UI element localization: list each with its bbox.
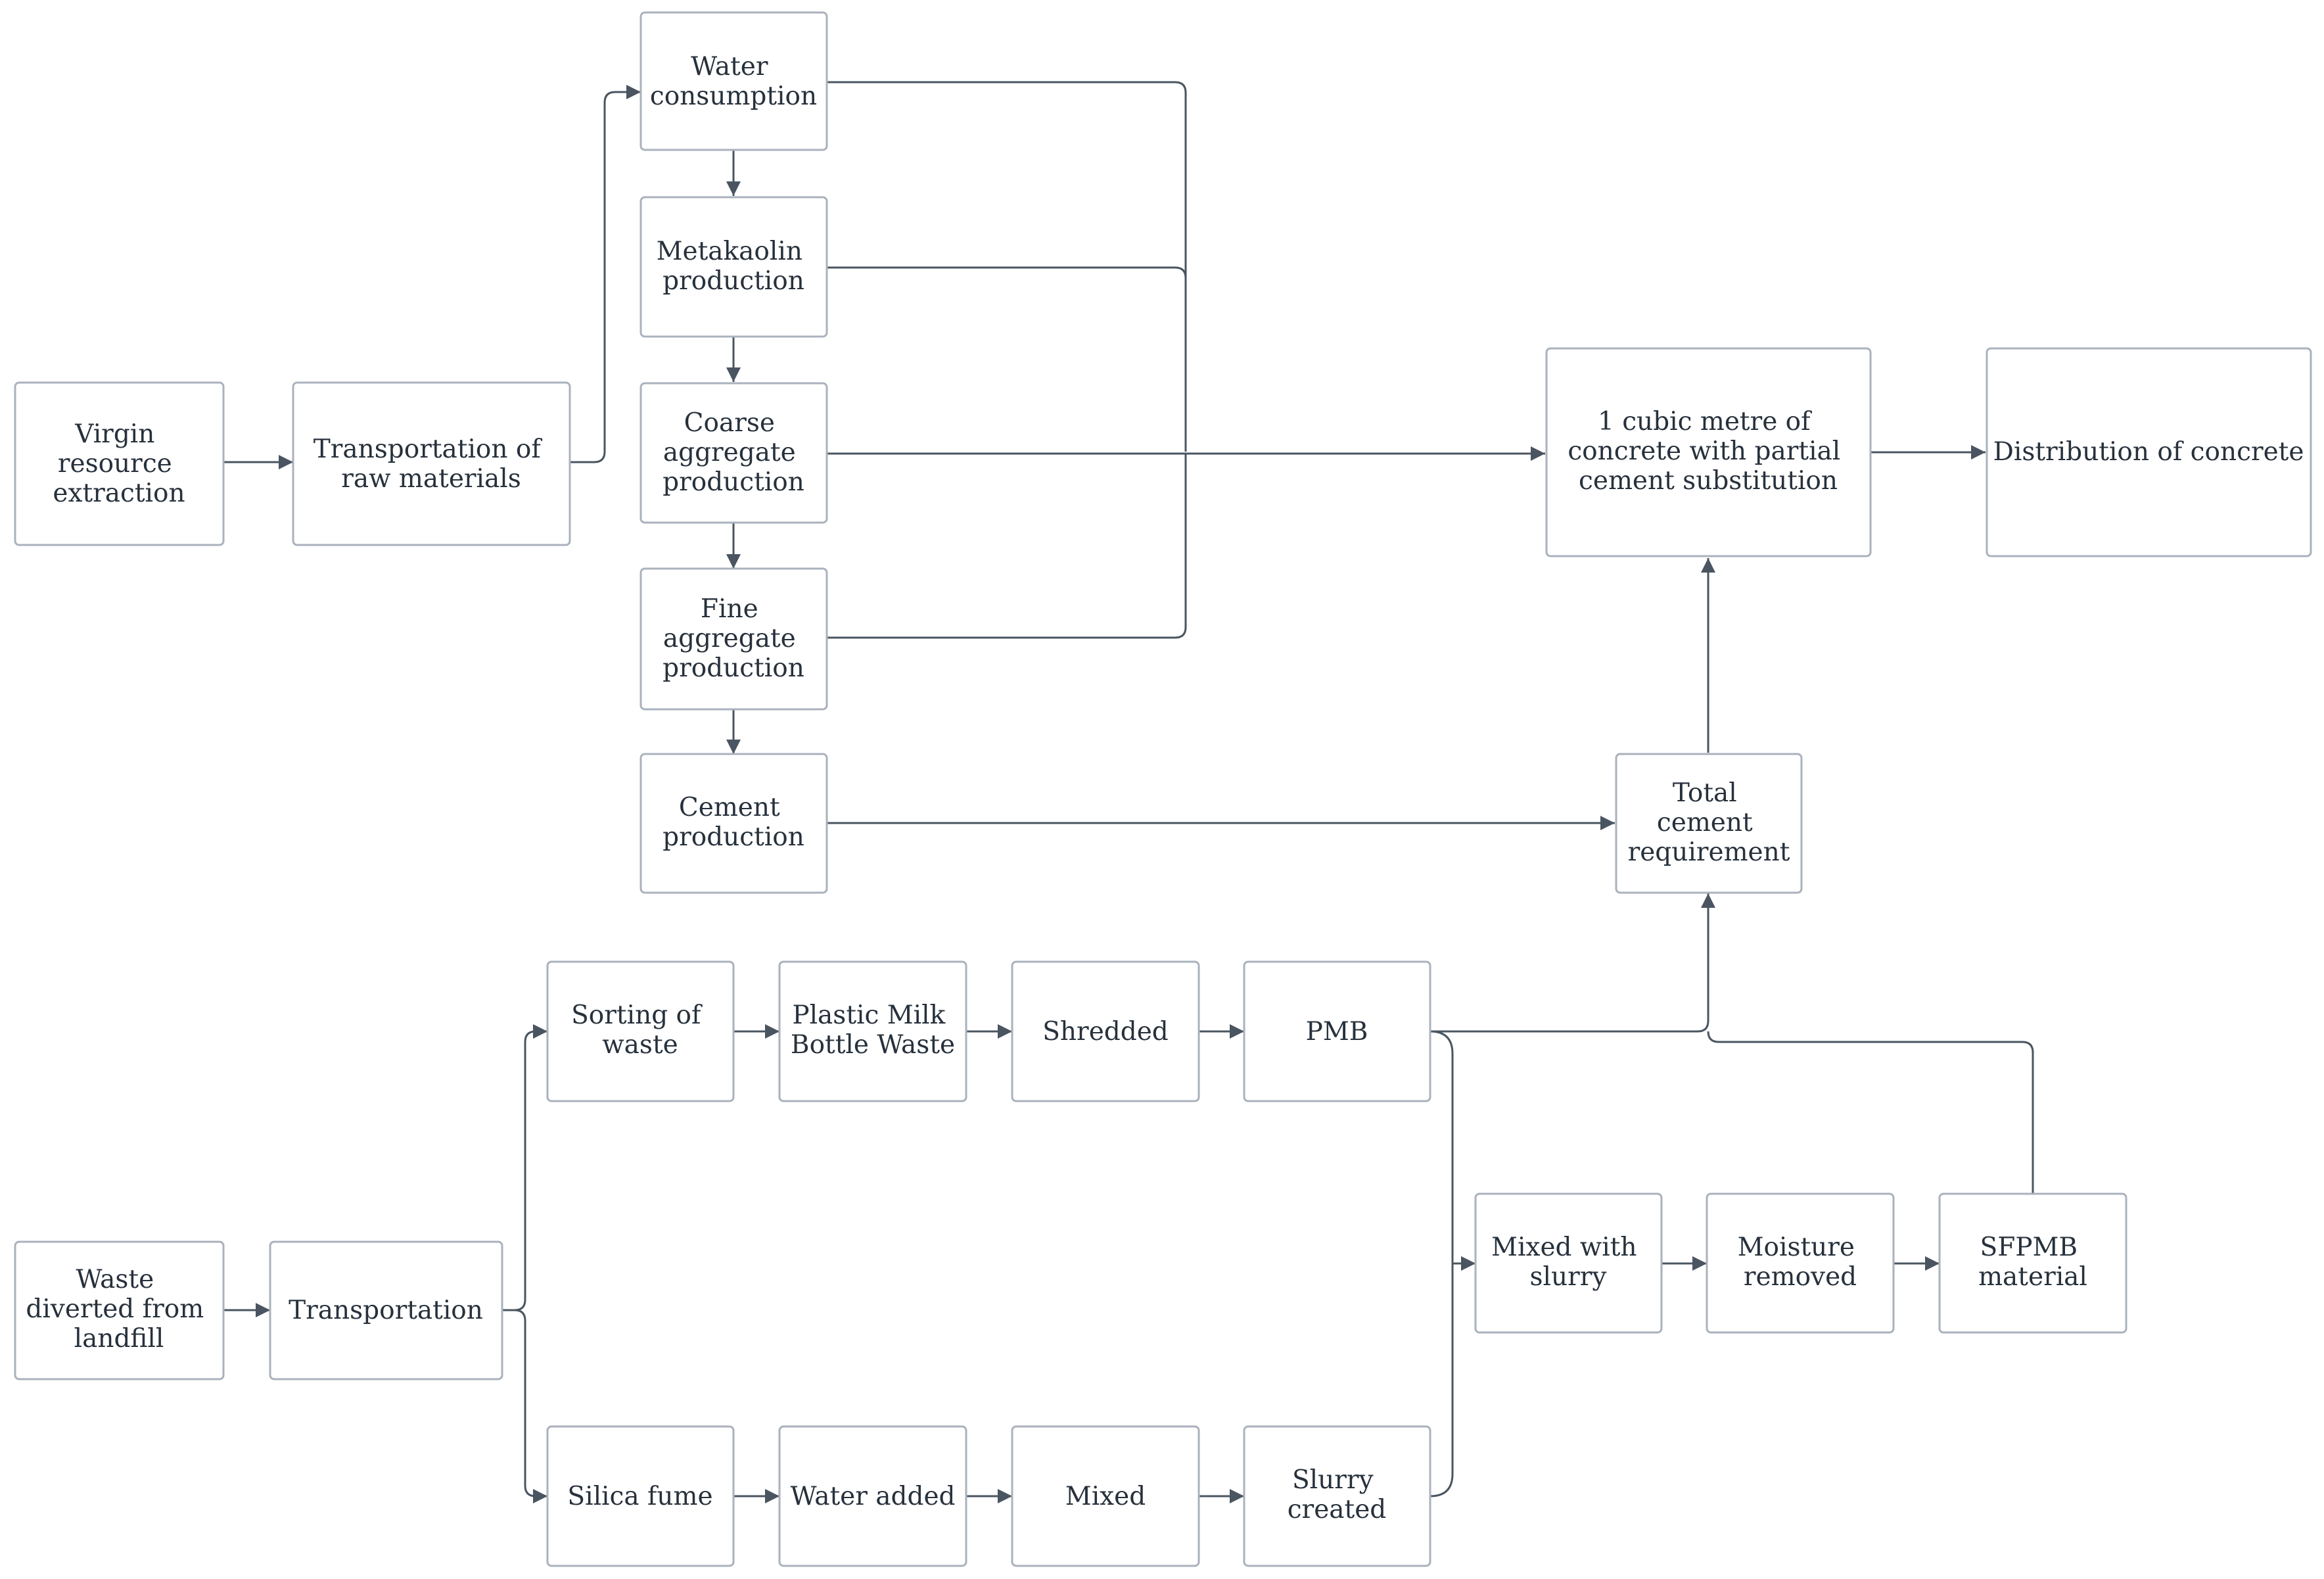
arrow-slurry-to-mixed-slurry: [1429, 1256, 1476, 1497]
moisture-removed-box: Moisture removed: [1706, 1192, 1895, 1334]
transportation-raw-materials-box: Transportation of raw materials: [292, 381, 571, 546]
mixed-box: Mixed: [1011, 1425, 1200, 1567]
svg-text:PMB: PMB: [1306, 1017, 1368, 1047]
svg-text:Virgin resource: Virgin resource extraction: [53, 419, 185, 508]
fine-aggregate-production-box: Fine aggregate production: [639, 567, 828, 711]
svg-text:Metakaolin production: Metakaolin production: [657, 237, 811, 296]
svg-text:1 cubic metre of concr: 1 cubic metre of concrete with partial c…: [1568, 407, 1848, 496]
svg-text:Water added: Water added: [791, 1482, 956, 1511]
sfpmb-material-box: SFPMB material: [1938, 1192, 2127, 1334]
connectors: [223, 81, 2034, 1503]
transportation-box: Transportation: [269, 1240, 503, 1380]
slurry-created-box: Slurry created: [1243, 1425, 1431, 1567]
line-sfpmb-to-total: [1707, 1031, 2034, 1193]
plastic-milk-bottle-waste-box: Plastic Milk Bottle Waste: [778, 960, 967, 1102]
svg-text:Moisture removed: Moisture removed: [1738, 1233, 1863, 1292]
svg-text:Mixed: Mixed: [1065, 1482, 1146, 1511]
total-cement-requirement-box: Total cement requirement: [1615, 753, 1803, 894]
svg-text:Distribution of concrete: Distribution of concrete: [1993, 437, 2304, 467]
svg-text:Sorting of waste: Sorting of waste: [571, 1001, 709, 1060]
svg-text:Fine aggregate: Fine aggregate production: [662, 594, 804, 683]
arrow-transport-to-water: [570, 85, 641, 463]
svg-text:Water consumption: Water consumption: [650, 52, 817, 111]
arrow-transport-to-silica: [502, 1309, 547, 1503]
svg-text:Transportation: Transportation: [289, 1296, 483, 1325]
svg-text:Coarse aggregate: Coarse aggregate production: [662, 408, 804, 497]
svg-text:Plastic Milk Bottle Wa: Plastic Milk Bottle Waste: [791, 1001, 955, 1060]
line-water-to-concrete: [827, 81, 1187, 452]
concrete-box: 1 cubic metre of concrete with partial c…: [1545, 347, 1872, 557]
svg-text:Shredded: Shredded: [1042, 1017, 1169, 1047]
svg-text:Silica fume: Silica fume: [567, 1482, 712, 1511]
line-fine-to-concrete: [827, 454, 1187, 639]
metakaolin-production-box: Metakaolin production: [639, 196, 828, 338]
shredded-box: Shredded: [1011, 960, 1200, 1102]
silica-fume-box: Silica fume: [546, 1425, 735, 1567]
virgin-resource-extraction-box: Virgin resource extraction: [14, 381, 225, 546]
svg-text:SFPMB material: SFPMB material: [1978, 1233, 2087, 1292]
water-consumption-box: Water consumption: [639, 11, 828, 151]
svg-text:Slurry created: Slurry created: [1288, 1465, 1387, 1524]
line-metakaolin-to-concrete: [827, 266, 1187, 452]
arrow-pmb-to-mixed-slurry: [1429, 1030, 1476, 1271]
mixed-with-slurry-box: Mixed with slurry: [1474, 1192, 1663, 1334]
svg-text:Total cement r: Total cement requirement: [1628, 778, 1790, 867]
arrow-transport-to-sorting: [502, 1024, 547, 1311]
coarse-aggregate-production-box: Coarse aggregate production: [639, 382, 828, 524]
pmb-box: PMB: [1243, 960, 1431, 1102]
svg-text:Waste diverted from: Waste diverted from landfill: [26, 1265, 212, 1354]
water-added-box: Water added: [778, 1425, 967, 1567]
waste-diverted-box: Waste diverted from landfill: [14, 1240, 225, 1380]
cement-production-box: Cement production: [639, 753, 828, 894]
svg-text:Cement production: Cement production: [662, 793, 804, 852]
distribution-of-concrete-box: Distribution of concrete: [1986, 347, 2312, 557]
arrow-pmb-to-total: [1430, 893, 1715, 1033]
svg-text:Mixed with slurry: Mixed with slurry: [1491, 1233, 1645, 1292]
sorting-of-waste-box: Sorting of waste: [546, 960, 735, 1102]
svg-text:Transportation of raw: Transportation of raw materials: [314, 435, 549, 494]
